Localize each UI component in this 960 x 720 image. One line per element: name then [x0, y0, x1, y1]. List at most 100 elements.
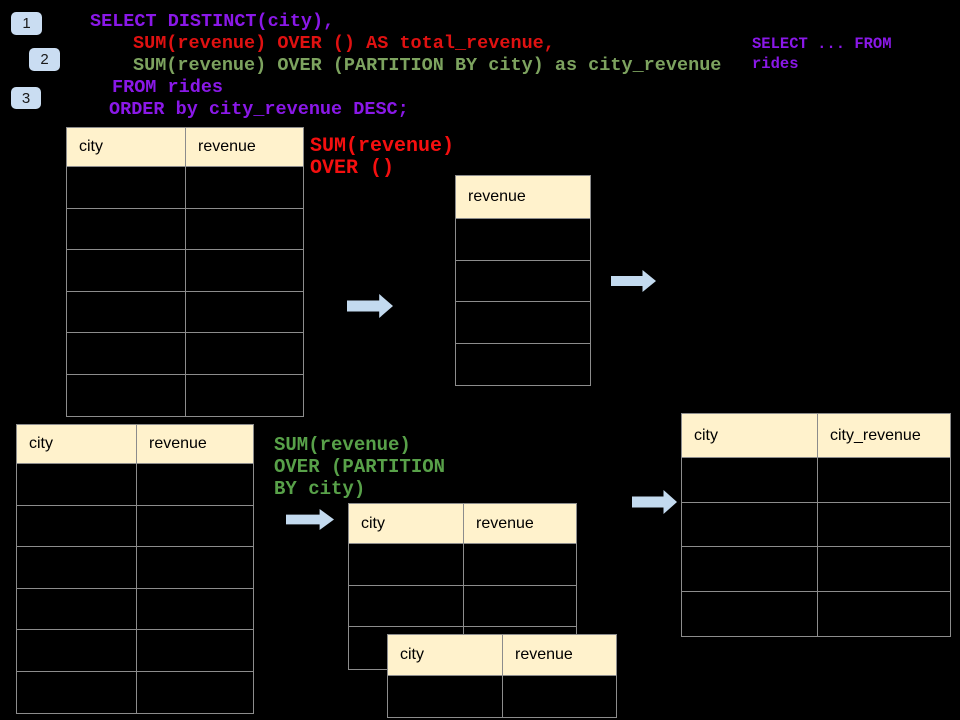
sql-line-partition: SUM(revenue) OVER (PARTITION BY city) as…: [133, 55, 722, 76]
table-cell-empty: [818, 503, 950, 547]
table-header-row: city revenue: [17, 425, 253, 464]
table-cell-empty: [818, 592, 950, 637]
table-row: [682, 458, 950, 503]
table-cell-empty: [137, 506, 253, 547]
table-row: [388, 676, 616, 717]
table-cell-empty: [503, 676, 616, 717]
table-final-result: city city_revenue: [681, 413, 951, 637]
table-cell-empty: [186, 333, 303, 374]
table-cell-empty: [682, 502, 818, 546]
table-row: [17, 671, 253, 713]
table-cell-empty: [67, 374, 186, 416]
table-cell-empty: [186, 167, 303, 208]
table-cell-empty: [186, 375, 303, 417]
sql-line-total-revenue: SUM(revenue) OVER () AS total_revenue,: [133, 33, 555, 54]
table-body: [682, 458, 950, 636]
table-cell-empty: [682, 458, 818, 502]
table-row: [67, 333, 303, 375]
table-cell-empty: [456, 344, 590, 386]
table-row: [67, 167, 303, 209]
column-header-city: city: [67, 128, 186, 166]
sql-line-from: FROM rides: [112, 77, 224, 98]
column-header-revenue: revenue: [468, 188, 526, 205]
flow-arrow-right-3: [286, 509, 334, 530]
table-row: [67, 208, 303, 250]
step-badge-2: 2: [29, 48, 60, 71]
table-row: [17, 588, 253, 630]
annotation-partition-line-2: OVER (PARTITION: [274, 456, 446, 478]
table-cell-empty: [186, 292, 303, 333]
table-cell-empty: [137, 464, 253, 505]
table-row: [67, 250, 303, 292]
table-cell-empty: [17, 547, 137, 588]
table-cell-empty: [17, 630, 137, 671]
table-body: [456, 219, 590, 385]
table-header-row: city revenue: [349, 504, 576, 544]
flow-arrow-right-1: [347, 294, 393, 318]
table-cell-empty: [67, 333, 186, 374]
column-header-city: city: [17, 425, 137, 463]
table-cell-empty: [186, 250, 303, 291]
table-row: [17, 547, 253, 589]
annotation-total-line-1: SUM(revenue): [310, 135, 455, 158]
table-cell-empty: [67, 167, 186, 208]
table-cell-empty: [137, 547, 253, 588]
table-source-top: city revenue: [66, 127, 304, 417]
table-row: [456, 219, 590, 261]
sql-line-select: SELECT DISTINCT(city),: [90, 11, 335, 32]
table-cell-empty: [17, 464, 137, 505]
table-cell-empty: [349, 585, 464, 627]
table-cell-empty: [456, 261, 590, 302]
table-row: [17, 630, 253, 672]
table-row: [682, 591, 950, 637]
flow-arrow-right-2: [611, 270, 656, 292]
annotation-total-line-2: OVER (): [310, 157, 395, 180]
table-cell-empty: [682, 591, 818, 636]
flow-arrow-right-4: [632, 490, 677, 514]
table-body: [17, 464, 253, 713]
side-note: SELECT ... FROM rides: [752, 34, 892, 74]
table-header-row: revenue: [456, 176, 590, 219]
annotation-total-revenue: SUM(revenue) OVER (): [310, 136, 454, 180]
table-cell-empty: [456, 302, 590, 343]
table-cell-empty: [682, 547, 818, 591]
table-cell-empty: [17, 505, 137, 546]
column-header-city: city: [388, 635, 503, 675]
table-cell-empty: [818, 458, 950, 502]
column-header-revenue: revenue: [515, 646, 573, 663]
table-row: [456, 261, 590, 302]
table-cell-empty: [17, 588, 137, 629]
table-cell-empty: [388, 676, 503, 717]
table-partition-step: city revenue: [348, 503, 577, 671]
table-cell-empty: [137, 630, 253, 671]
table-partition-step-overlap: city revenue: [387, 634, 617, 718]
table-cell-empty: [67, 250, 186, 291]
table-row: [17, 505, 253, 547]
table-row: [349, 585, 576, 628]
side-note-line-2: rides: [752, 55, 799, 73]
table-header-row: city city_revenue: [682, 414, 950, 458]
column-header-revenue: revenue: [149, 435, 207, 452]
table-row: [682, 502, 950, 547]
column-header-city-revenue: city_revenue: [830, 426, 921, 444]
table-body: [388, 676, 616, 717]
table-cell-empty: [456, 219, 590, 260]
table-body: [67, 167, 303, 416]
column-header-revenue: revenue: [476, 514, 534, 532]
annotation-partition-line-3: BY city): [274, 478, 366, 500]
table-cell-empty: [818, 547, 950, 591]
column-header-revenue: revenue: [198, 138, 256, 155]
table-header-row: city revenue: [67, 128, 303, 167]
annotation-partition: SUM(revenue) OVER (PARTITION BY city): [274, 434, 445, 500]
table-total-result: revenue: [455, 175, 591, 386]
table-row: [682, 547, 950, 592]
side-note-line-1: SELECT ... FROM: [752, 35, 892, 53]
table-row: [17, 464, 253, 506]
table-row: [67, 291, 303, 333]
table-cell-empty: [464, 586, 576, 627]
table-row: [456, 302, 590, 344]
step-badge-1: 1: [11, 12, 42, 35]
table-row: [456, 344, 590, 386]
table-cell-empty: [464, 544, 576, 585]
